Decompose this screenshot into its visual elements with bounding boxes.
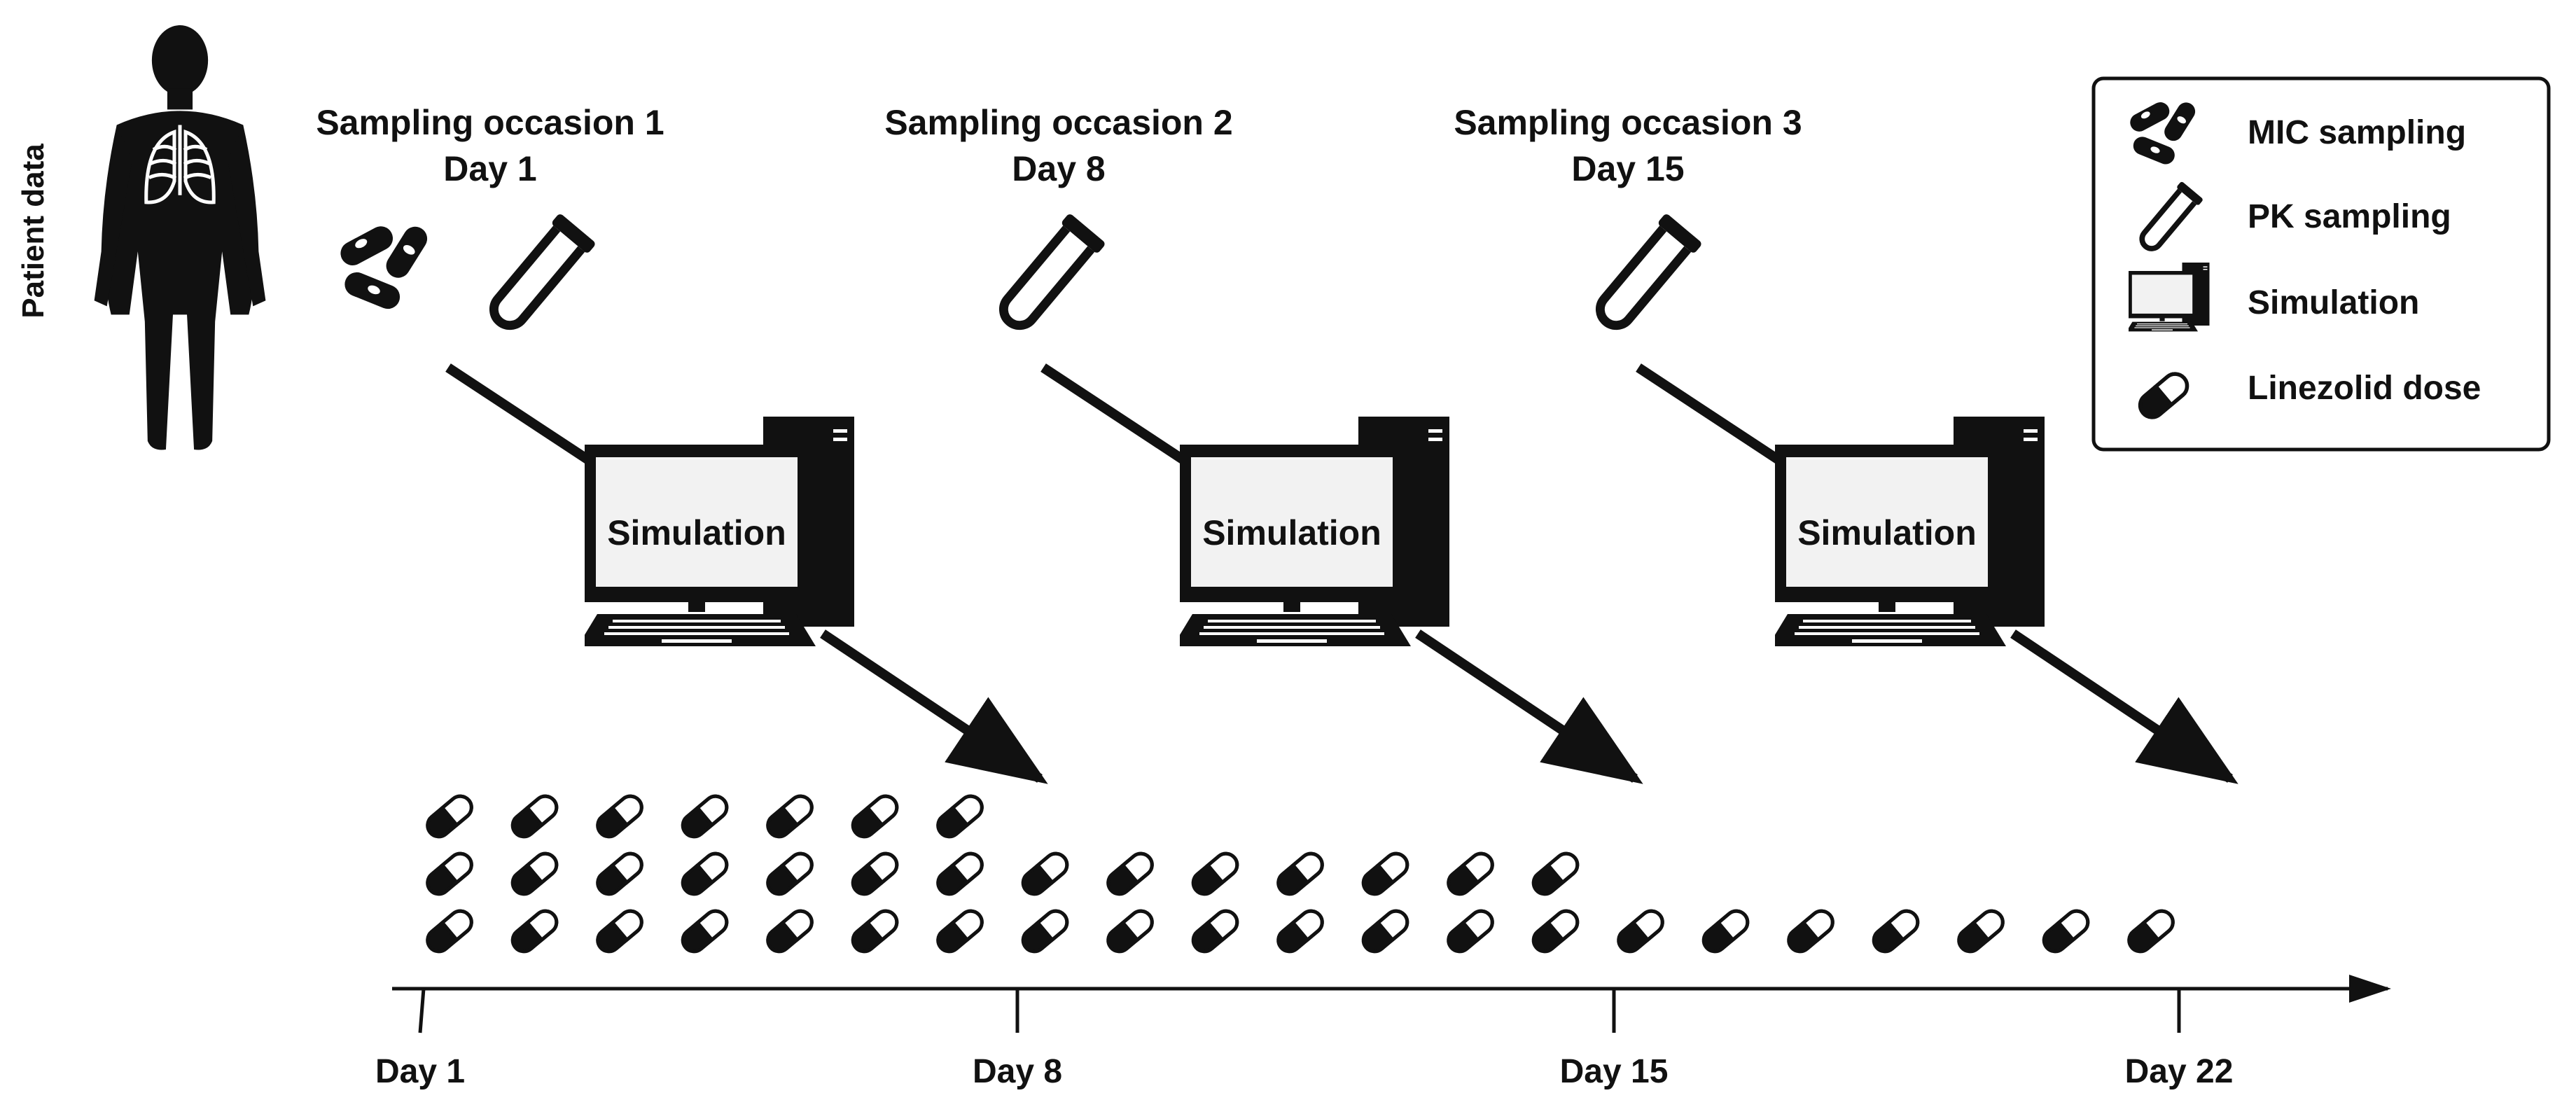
capsule-icon <box>1444 849 1497 899</box>
capsule-icon <box>1529 849 1582 899</box>
capsule-icon <box>423 907 476 956</box>
capsule-icon <box>933 907 987 956</box>
legend-label-mic: MIC sampling <box>2248 114 2466 151</box>
timeline-label-day1: Day 1 <box>375 1053 465 1090</box>
timeline-tick-1 <box>418 988 426 1033</box>
connector-line <box>445 363 594 466</box>
dose-arrow <box>2010 629 2239 784</box>
legend-label-simulation: Simulation <box>2248 284 2419 321</box>
bacteria-icon <box>336 223 432 313</box>
capsule-icon <box>1019 907 1072 956</box>
capsule-icon <box>933 849 987 899</box>
test-tube-icon <box>481 213 597 337</box>
capsule-icon <box>849 849 902 899</box>
capsule-icon <box>1103 907 1157 956</box>
capsule-icon <box>1870 907 1923 956</box>
occasion-1-title: Sampling occasion 1 <box>316 103 664 142</box>
legend-box <box>2091 76 2551 452</box>
capsule-icon <box>1019 849 1072 899</box>
capsule-icon <box>1359 849 1412 899</box>
capsule-icon <box>1274 907 1327 956</box>
capsule-icon <box>678 792 732 842</box>
capsule-icon <box>593 792 646 842</box>
legend-label-pk: PK sampling <box>2248 198 2451 235</box>
dose-arrow <box>820 629 1048 784</box>
occasion-3-title: Sampling occasion 3 <box>1454 103 1802 142</box>
legend-label-dose: Linezolid dose <box>2248 370 2481 407</box>
capsule-icon <box>508 907 562 956</box>
capsule-icon <box>933 792 987 842</box>
test-tube-icon <box>991 213 1106 337</box>
simulation-label: Simulation <box>607 513 786 552</box>
capsule-icon <box>2040 907 2093 956</box>
capsule-icon <box>1954 907 2007 956</box>
sampling-occasion-3: Sampling occasion 3 Day 15 Simulation <box>1454 103 2239 784</box>
occasion-1-day: Day 1 <box>443 149 536 188</box>
capsule-icon <box>2124 907 2178 956</box>
capsule-icon <box>763 792 816 842</box>
capsule-icon <box>1189 849 1242 899</box>
capsule-icon <box>1444 907 1497 956</box>
capsule-icon <box>1274 849 1327 899</box>
capsule-icon <box>423 792 476 842</box>
capsule-icon <box>763 849 816 899</box>
sampling-occasion-2: Sampling occasion 2 Day 8 Simulation <box>884 103 1643 784</box>
capsule-icon <box>849 907 902 956</box>
capsule-icon <box>423 849 476 899</box>
capsule-icon <box>1699 907 1753 956</box>
capsule-icon <box>1103 849 1157 899</box>
capsule-icon <box>1529 907 1582 956</box>
capsule-icon <box>678 907 732 956</box>
patient-data-label: Patient data <box>16 144 50 319</box>
capsule-icon <box>508 849 562 899</box>
capsule-icon <box>849 792 902 842</box>
capsule-icon <box>1784 907 1837 956</box>
capsule-icon <box>593 849 646 899</box>
connector-line <box>1040 363 1190 466</box>
capsule-icon <box>1189 907 1242 956</box>
timeline-label-day15: Day 15 <box>1560 1053 1669 1090</box>
test-tube-icon <box>1587 213 1703 337</box>
capsule-icon <box>1614 907 1667 956</box>
simulation-label: Simulation <box>1797 513 1977 552</box>
timeline-label-day8: Day 8 <box>973 1053 1062 1090</box>
simulation-label: Simulation <box>1202 513 1381 552</box>
capsule-icon <box>593 907 646 956</box>
occasion-2-day: Day 8 <box>1012 149 1105 188</box>
connector-line <box>1636 363 1785 466</box>
timeline-label-day22: Day 22 <box>2125 1053 2234 1090</box>
capsule-icon <box>1359 907 1412 956</box>
capsule-icon <box>678 849 732 899</box>
dose-capsules <box>423 792 2178 956</box>
occasion-2-title: Sampling occasion 2 <box>884 103 1232 142</box>
dose-arrow <box>1415 629 1643 784</box>
legend: MIC sampling PK sampling Simulation Line… <box>2091 76 2551 452</box>
occasion-3-day: Day 15 <box>1571 149 1684 188</box>
capsule-icon <box>763 907 816 956</box>
timeline: Day 1 Day 8 Day 15 Day 22 <box>375 975 2391 1090</box>
patient-body-icon <box>95 25 266 450</box>
sampling-occasion-1: Sampling occasion 1 Day 1 Simulation <box>316 103 1048 784</box>
capsule-icon <box>508 792 562 842</box>
